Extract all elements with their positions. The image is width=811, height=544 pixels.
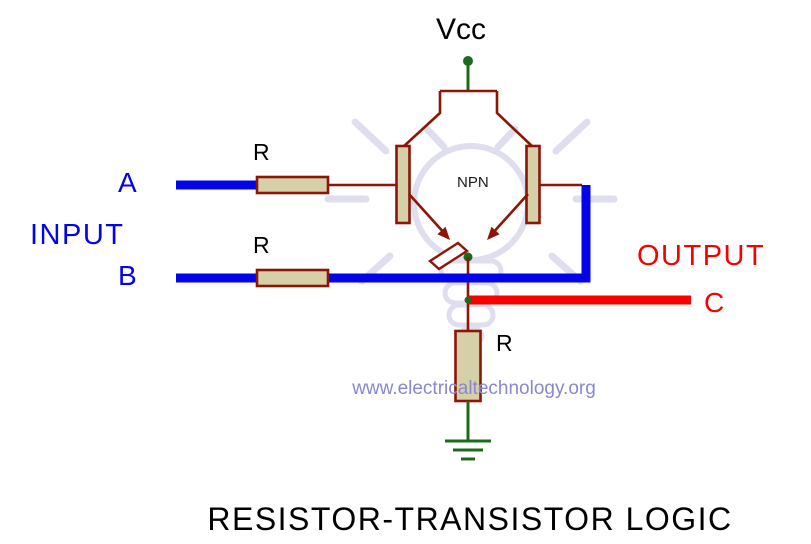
lightbulb-logo-graphic [324, 118, 618, 347]
transistor-package-outline [402, 89, 534, 148]
resistor-load-label: R [496, 330, 513, 356]
watermark-text: www.electricaltechnology.org [352, 378, 596, 399]
transistor-base-bar-right [525, 144, 541, 225]
output-junction-dot [464, 296, 472, 304]
transistor-base-bar-left [395, 144, 411, 225]
vcc-node-dot [463, 56, 473, 66]
bulb-ray-icon [351, 118, 390, 155]
output-group-label: OUTPUT [637, 240, 766, 272]
output-c-label: C [704, 287, 725, 318]
resistor-a-label: R [253, 139, 270, 165]
resistor-a-body [255, 175, 330, 195]
emitter-arrowhead-right [487, 226, 500, 240]
emitter-line-right [490, 193, 529, 236]
input-a-label: A [118, 167, 137, 198]
bulb-glass-circle [411, 143, 531, 263]
bulb-ray-icon [494, 125, 519, 151]
ground-symbol-icon [445, 439, 491, 461]
bulb-ray-icon [423, 125, 448, 151]
transistor-type-label: NPN [457, 174, 489, 191]
bulb-base-band [446, 302, 496, 328]
input-group-label: INPUT [30, 219, 125, 251]
diagram-title: RESISTOR-TRANSISTOR LOGIC [207, 501, 733, 537]
emitter-arrowhead-left [437, 226, 450, 240]
input-b-label: B [118, 260, 137, 291]
emitter-flag [428, 241, 469, 271]
bulb-ray-icon [552, 118, 591, 155]
input-wire-b-riser [328, 185, 591, 283]
resistor-b-body [255, 268, 330, 288]
resistor-b-label: R [253, 232, 270, 258]
emitter-line-left [408, 193, 447, 236]
vcc-label: Vcc [436, 13, 487, 46]
